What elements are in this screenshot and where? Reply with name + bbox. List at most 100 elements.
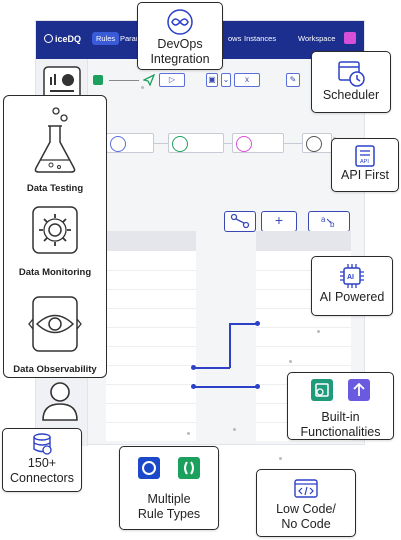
card-label: Scheduler — [322, 88, 380, 102]
run-icon[interactable] — [93, 75, 103, 85]
sort-up-icon — [347, 379, 370, 401]
card-label: Low Code/ No Code — [276, 502, 336, 531]
process-icon — [236, 136, 252, 152]
ai-chip-icon: AI — [340, 264, 364, 288]
api-first-card: API API First — [331, 138, 399, 192]
table-row-divider — [106, 308, 196, 309]
link-icon — [230, 213, 250, 229]
nav-workspace[interactable]: Workspace — [298, 34, 336, 43]
connector-dot — [187, 432, 190, 435]
parenthesis-rule-icon — [178, 457, 201, 479]
feature-label: Data Monitoring — [18, 267, 92, 278]
close-button[interactable]: x — [234, 73, 260, 87]
builtin-functionalities-card: Built-in Functionalities — [287, 372, 394, 440]
connector-dot — [141, 86, 144, 89]
flow-node-transform[interactable] — [168, 133, 224, 153]
card-label: Multiple Rule Types — [137, 492, 201, 521]
link-endpoint[interactable] — [191, 365, 196, 370]
user-avatar[interactable] — [344, 32, 356, 44]
report-icon — [306, 136, 322, 152]
connector-dot — [279, 457, 282, 460]
feature-data-monitoring: Data Monitoring — [4, 202, 106, 278]
mapping-link — [194, 386, 258, 388]
feature-label: Data Observability — [13, 364, 97, 375]
api-doc-icon: API — [355, 145, 375, 167]
play-button[interactable]: ▷ — [159, 73, 185, 87]
multiple-rule-types-card: Multiple Rule Types — [119, 446, 219, 530]
table-row-divider — [106, 270, 196, 271]
table-header — [256, 231, 351, 251]
devops-integration-card: DevOps Integration — [137, 2, 223, 70]
flow-connector — [154, 143, 168, 144]
connector-dot — [233, 428, 236, 431]
flow-connector — [284, 143, 302, 144]
connectors-card: 150+ Connectors — [2, 428, 82, 492]
nav-parameters[interactable]: Param — [120, 34, 143, 43]
card-label: Built-in Functionalities — [300, 410, 381, 439]
ai-powered-card: AI AI Powered — [311, 256, 393, 316]
eye-icon — [28, 296, 82, 352]
send-icon[interactable] — [143, 74, 155, 86]
table-row-divider — [106, 346, 196, 347]
sheet-function-icon — [311, 379, 334, 401]
ai-tag: AI — [347, 274, 354, 281]
connect-button[interactable] — [224, 211, 256, 232]
flow-node-process[interactable] — [232, 133, 284, 153]
card-label: 150+ Connectors — [10, 456, 74, 485]
gear-monitor-icon — [32, 206, 78, 254]
save-button[interactable]: ▣ — [206, 73, 218, 87]
svg-text:b: b — [330, 220, 335, 229]
mapping-icon: ab — [321, 215, 335, 229]
circle-rule-icon — [137, 457, 160, 479]
logo-mark-icon — [44, 34, 53, 43]
table-row-divider — [106, 384, 196, 385]
table-row-divider — [106, 327, 196, 328]
code-window-icon — [294, 479, 318, 498]
user-avatar-icon — [42, 382, 78, 421]
feature-data-observability: Data Observability — [4, 289, 106, 375]
card-label: DevOps Integration — [150, 37, 210, 66]
table-row-divider — [256, 327, 351, 328]
link-endpoint[interactable] — [255, 321, 260, 326]
rule-type-icons — [120, 457, 218, 484]
flow-connector — [224, 143, 232, 144]
calendar-clock-icon — [338, 61, 365, 87]
nav-instances[interactable]: Instances — [244, 34, 277, 43]
feature-data-testing: Data Testing — [4, 106, 106, 194]
nav-rules[interactable]: Rules — [92, 32, 120, 45]
infinity-icon — [167, 9, 193, 35]
mapping-link — [229, 323, 257, 325]
table-row-divider — [256, 346, 351, 347]
svg-text:a: a — [321, 215, 326, 224]
dropdown-button[interactable]: ⌄ — [221, 73, 231, 87]
low-code-card: Low Code/ No Code — [256, 469, 356, 537]
toolbar-divider — [109, 80, 139, 81]
flow-node-source[interactable] — [106, 133, 154, 153]
flask-icon — [34, 107, 76, 173]
connector-dot — [289, 360, 292, 363]
table-row-divider — [106, 422, 196, 423]
flow-node-output[interactable] — [302, 133, 332, 153]
table-row-divider — [256, 365, 351, 366]
mapping-link — [194, 367, 230, 369]
table-row-divider — [106, 289, 196, 290]
rule-toolbar: ▷ ▣ ⌄ x ✎ — [91, 73, 331, 91]
brand-name: iceDQ — [55, 34, 82, 44]
table-header — [106, 231, 196, 251]
builtin-icons — [288, 379, 393, 406]
link-endpoint[interactable] — [255, 384, 260, 389]
edit-button[interactable]: ✎ — [286, 73, 300, 87]
database-icon — [33, 433, 52, 455]
card-label: AI Powered — [319, 290, 385, 304]
table-row-divider — [256, 289, 351, 290]
nav-workflows[interactable]: ows — [228, 34, 242, 43]
table-row-divider — [106, 365, 196, 366]
brand-logo[interactable]: iceDQ — [44, 34, 81, 44]
table-row-divider — [256, 308, 351, 309]
table-row-divider — [256, 270, 351, 271]
add-button[interactable]: + — [261, 211, 297, 232]
feature-label: Data Testing — [26, 183, 84, 194]
scheduler-card: Scheduler — [311, 51, 391, 113]
link-endpoint[interactable] — [191, 384, 196, 389]
